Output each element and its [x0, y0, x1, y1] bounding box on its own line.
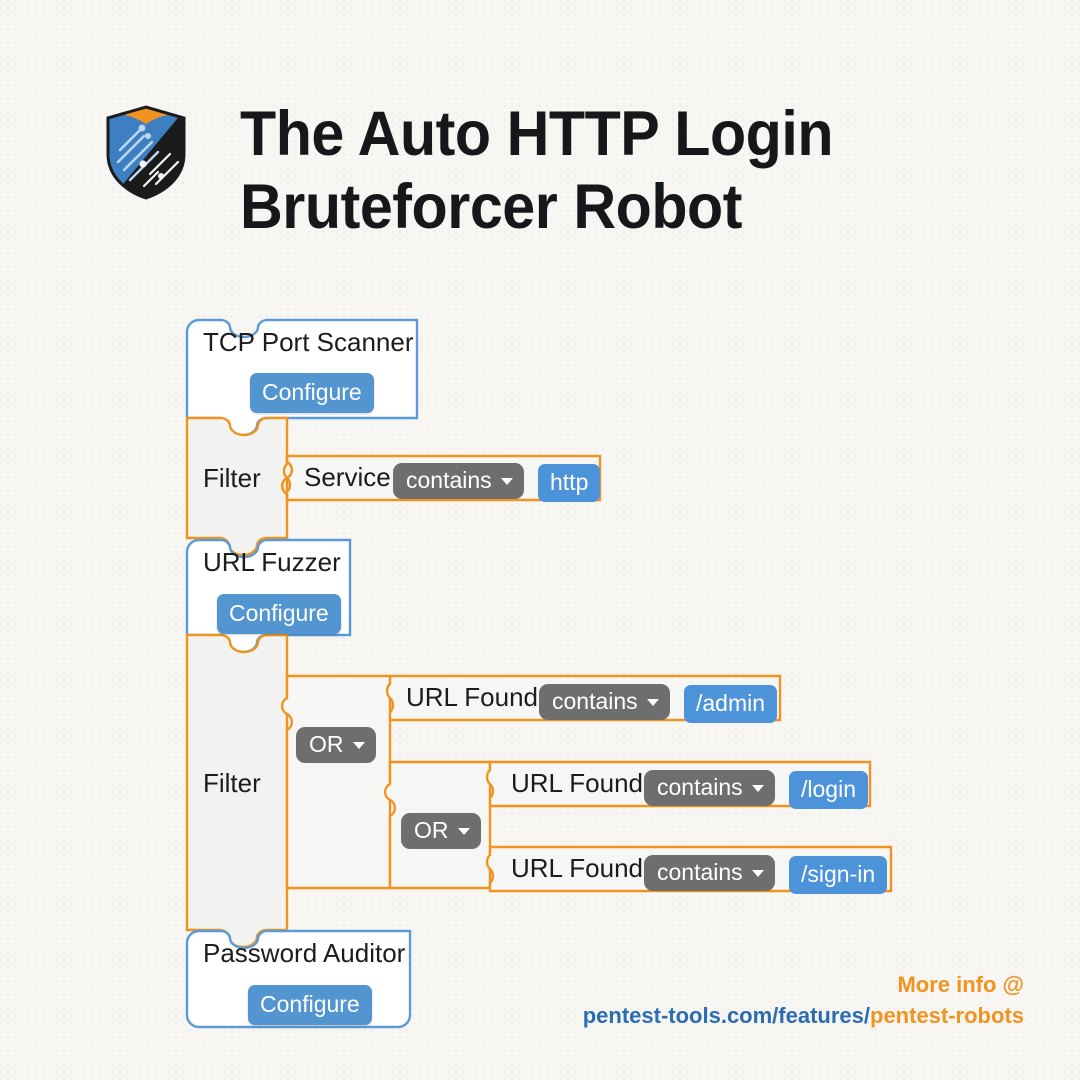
logic-operator-or-outer-label: OR: [309, 731, 344, 757]
chevron-down-icon: [646, 699, 659, 706]
footer-url-highlight: pentest-robots: [870, 1003, 1024, 1028]
configure-button-tcp-port-scanner[interactable]: Configure: [250, 373, 374, 413]
condition-field-admin: URL Found: [406, 682, 538, 712]
chevron-down-icon: [352, 742, 365, 749]
footer-url[interactable]: pentest-tools.com/features/pentest-robot…: [583, 1003, 1024, 1028]
page-title-line-1: The Auto HTTP Login: [240, 99, 834, 169]
block-title-password-auditor: Password Auditor: [203, 938, 406, 968]
filter-label-service: Filter: [203, 463, 261, 493]
logic-operator-or-inner-label: OR: [414, 817, 449, 843]
page-title-line-2: Bruteforcer Robot: [240, 172, 742, 242]
condition-operator-login-label: contains: [657, 774, 743, 800]
filter-label-url-found: Filter: [203, 768, 261, 798]
block-title-tcp-port-scanner: TCP Port Scanner: [203, 327, 414, 357]
chevron-down-icon: [751, 785, 764, 792]
chevron-down-icon: [500, 478, 513, 485]
condition-operator-service-label: contains: [406, 467, 492, 493]
configure-button-url-fuzzer[interactable]: Configure: [217, 594, 341, 634]
chevron-down-icon: [751, 870, 764, 877]
or-group-outer-shape: [280, 674, 392, 890]
header: The Auto HTTP Login Bruteforcer Robot: [100, 98, 980, 268]
block-title-url-fuzzer: URL Fuzzer: [203, 547, 341, 577]
pentest-tools-shield-logo: [100, 102, 192, 200]
footer-more-info-label: More info @: [897, 972, 1024, 997]
logic-operator-or-inner[interactable]: OR: [401, 813, 481, 849]
condition-row-service-notch: [280, 456, 294, 500]
condition-operator-signin-label: contains: [657, 859, 743, 885]
condition-operator-service[interactable]: contains: [393, 463, 524, 499]
condition-operator-admin-label: contains: [552, 688, 638, 714]
configure-button-password-auditor[interactable]: Configure: [248, 985, 372, 1025]
condition-operator-signin[interactable]: contains: [644, 855, 775, 891]
chevron-down-icon: [457, 828, 470, 835]
condition-value-service[interactable]: http: [538, 464, 601, 502]
condition-field-service: Service: [304, 462, 391, 492]
condition-value-signin[interactable]: /sign-in: [789, 856, 888, 894]
condition-operator-login[interactable]: contains: [644, 770, 775, 806]
condition-operator-admin[interactable]: contains: [539, 684, 670, 720]
condition-field-login: URL Found: [511, 768, 643, 798]
condition-field-signin: URL Found: [511, 853, 643, 883]
page-title: The Auto HTTP Login Bruteforcer Robot: [240, 98, 936, 244]
condition-value-admin[interactable]: /admin: [684, 685, 778, 723]
footer-url-base: pentest-tools.com/features/: [582, 1003, 870, 1028]
condition-value-login[interactable]: /login: [789, 771, 868, 809]
logic-operator-or-outer[interactable]: OR: [296, 727, 376, 763]
footer: More info @ pentest-tools.com/features/p…: [583, 970, 1024, 1031]
